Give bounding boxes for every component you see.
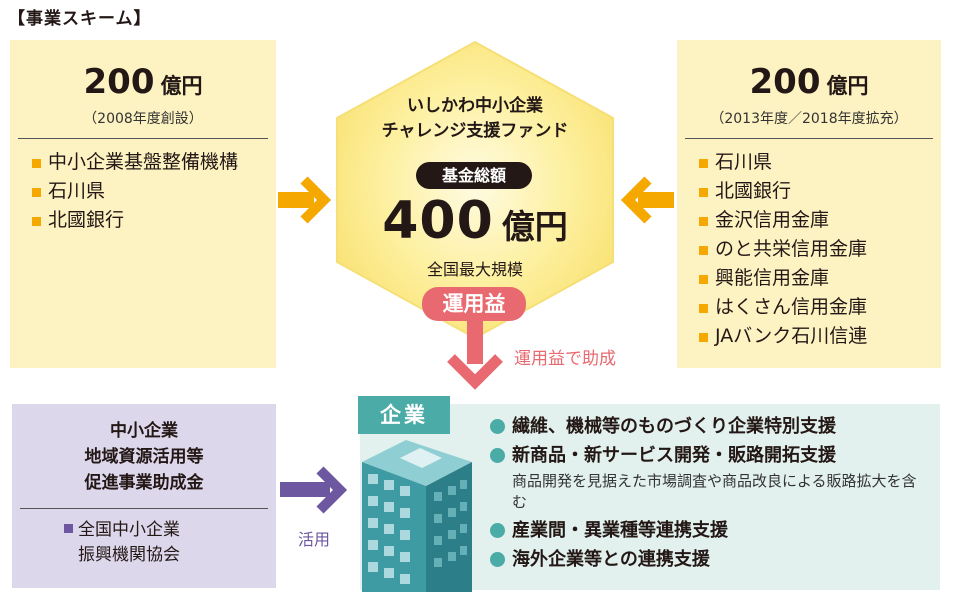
right-fund-contributors: 石川県 北國銀行 金沢信用金庫 のと共栄信用金庫 興能信用金庫 はくさん信用金庫… <box>699 148 935 351</box>
fund-total-badge: 基金総額 <box>416 162 532 189</box>
bullet-square-icon <box>64 524 73 533</box>
list-item: 石川県 <box>699 148 935 177</box>
subsidy-title: 中小企業 地域資源活用等 促進事業助成金 <box>84 421 204 493</box>
list-item: はくさん信用金庫 <box>699 293 935 322</box>
list-item: 興能信用金庫 <box>699 264 935 293</box>
list-item: 繊維、機械等のものづくり企業特別支援 <box>490 412 930 441</box>
list-item: のと共栄信用金庫 <box>699 235 935 264</box>
arrow-right-to-fund-icon <box>620 176 674 224</box>
list-item: 石川県 <box>32 177 272 206</box>
scheme-heading: 【事業スキーム】 <box>8 9 152 29</box>
profit-arrow-label: 運用益で助成 <box>514 349 616 369</box>
use-arrow-label: 活用 <box>298 530 331 549</box>
list-item: 北國銀行 <box>699 177 935 206</box>
company-support-list: 繊維、機械等のものづくり企業特別支援 新商品・新サービス開発・販路開拓支援商品開… <box>490 412 930 574</box>
right-fund-note: （2013年度／2018年度拡充） <box>710 111 908 127</box>
list-item: 産業間・異業種等連携支援 <box>490 516 930 545</box>
profit-down-arrow-icon <box>447 320 503 390</box>
arrow-left-to-fund-icon <box>278 176 332 224</box>
subsidy-organization: 全国中小企業 振興機関協会 <box>64 518 264 568</box>
subsidy-divider <box>20 508 268 509</box>
list-item: 北國銀行 <box>32 206 272 235</box>
use-arrow-icon <box>280 466 348 514</box>
profit-badge: 運用益 <box>422 287 526 321</box>
list-item: JAバンク石川信連 <box>699 322 935 351</box>
left-fund-contributors: 中小企業基盤整備機構 石川県 北國銀行 <box>32 148 272 235</box>
left-fund-divider <box>18 138 268 139</box>
list-item: 海外企業等との連携支援 <box>490 545 930 574</box>
fund-scale-caption: 全国最大規模 <box>426 260 523 279</box>
support-note: 商品開発を見据えた市場調査や商品改良による販路拡大を含む <box>512 472 917 511</box>
left-fund-note: （2008年度創設） <box>83 111 203 127</box>
subsidy-box: 中小企業 地域資源活用等 促進事業助成金 全国中小企業 振興機関協会 <box>12 404 276 588</box>
list-item: 金沢信用金庫 <box>699 206 935 235</box>
list-item: 新商品・新サービス開発・販路開拓支援商品開発を見据えた市場調査や商品改良による販… <box>490 441 930 513</box>
fund-name: いしかわ中小企業 チャレンジ支援ファンド <box>381 96 569 141</box>
office-building-icon <box>362 440 472 592</box>
company-tag: 企業 <box>358 396 450 434</box>
list-item: 中小企業基盤整備機構 <box>32 148 272 177</box>
right-fund-divider <box>685 138 933 139</box>
